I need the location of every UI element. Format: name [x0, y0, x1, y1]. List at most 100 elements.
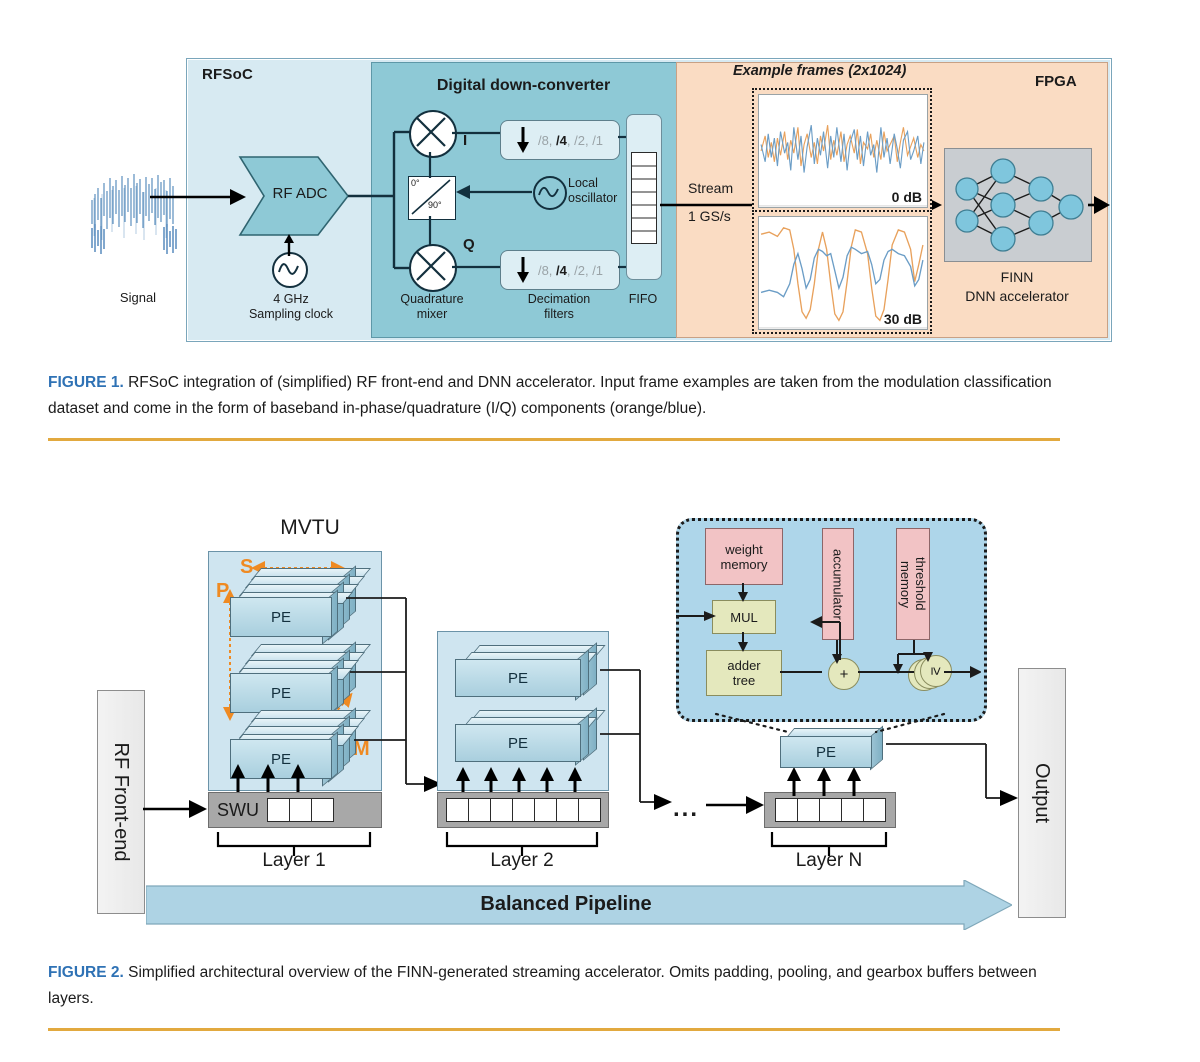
layer2-label: Layer 2 [490, 850, 554, 871]
pe-label: PE [230, 597, 332, 637]
fifo-stages [631, 152, 657, 244]
figure2-caption-text: Simplified architectural overview of the… [48, 964, 1037, 1007]
balanced-pipeline-label: Balanced Pipeline [480, 893, 652, 915]
local-oscillator-icon [533, 176, 567, 210]
rf-frontend-block: RF Front-end [97, 690, 145, 914]
threshold-memory-l1: threshold [913, 557, 928, 611]
down-arrow-icon [516, 257, 529, 283]
mixer-q-icon [409, 244, 457, 292]
pe-label: PE [455, 724, 581, 762]
figure1-caption-text: RFSoC integration of (simplified) RF fro… [48, 374, 1052, 417]
phase-90-label: 90° [428, 200, 442, 210]
layer1-label: Layer 1 [262, 850, 326, 871]
clock-arrow [284, 234, 294, 256]
adder-symbol-block: + [828, 658, 860, 690]
figure1-caption: FIGURE 1. RFSoC integration of (simplifi… [48, 370, 1060, 422]
swu-block-layer1[interactable]: SWU [208, 792, 382, 828]
pe-layerN[interactable]: PE [780, 725, 890, 771]
branch-q-label: Q [463, 236, 475, 253]
layers-ellipsis: ... [673, 795, 700, 822]
layer1-bracket [216, 832, 372, 856]
pe-detail-wiring [676, 583, 981, 678]
decim-q-values: /8, /4, /2, /1 [537, 262, 604, 278]
frame-0db-plot: 0 dB [758, 94, 928, 208]
frame-30db-plot: 30 dB [758, 216, 928, 330]
pe-stack-layer2-row2[interactable]: PE [455, 707, 606, 766]
layerN-bracket [770, 832, 888, 856]
threshold-memory-l2: memory [898, 560, 913, 608]
sampling-clock-icon [272, 252, 308, 288]
adder-tree-l2: tree [732, 673, 756, 688]
buffer-block-layer2[interactable] [437, 792, 609, 828]
layer2-bracket [445, 832, 599, 856]
balanced-pipeline-arrow [146, 880, 1012, 930]
frame-0db-label: 0 dB [891, 189, 922, 205]
output-block: Output [1018, 668, 1066, 918]
layerN-output-wiring [886, 743, 1018, 806]
finn-label-l1: FINN [1000, 269, 1034, 285]
phase-to-mixer-i-line [428, 152, 432, 178]
signal-spectrogram [78, 128, 198, 288]
mixer-i-to-decim-line [452, 131, 502, 135]
pe-stack-layer2-row1[interactable]: PE [455, 642, 606, 701]
rfsoc-label: RFSoC [202, 66, 253, 83]
buffer-block-layerN[interactable] [764, 792, 896, 828]
mvtu-output-wiring [346, 597, 442, 792]
pe-stack-row1[interactable]: PE [230, 565, 372, 645]
layerN-label: Layer N [795, 850, 863, 871]
pe-label: PE [230, 739, 332, 779]
local-oscillator-label: Local oscillator [568, 176, 648, 206]
pe-detail-leader-lines [714, 712, 946, 734]
rf-adc-block [238, 156, 350, 236]
mul-block: MUL [712, 600, 776, 634]
quadrature-mixer-label: Quadrature mixer [382, 292, 482, 322]
lo-label-l2: oscillator [568, 191, 618, 205]
mixer-i-icon [409, 110, 457, 158]
caption1-rule [48, 438, 1060, 441]
dnn-accelerator-diagram [944, 148, 1092, 262]
phase-0-label: 0° [411, 178, 420, 188]
finn-accelerator-label: FINN DNN accelerator [930, 268, 1104, 306]
pe-stack-row2[interactable]: PE [230, 641, 372, 721]
ddc-wiring [348, 130, 410, 270]
example-frames-title: Example frames (2x1024) [733, 63, 907, 79]
weight-memory-l2: memory [720, 556, 768, 572]
figure2-number: FIGURE 2. [48, 964, 124, 981]
weight-memory-l1: weight [725, 541, 763, 557]
lo-arrow [456, 185, 532, 199]
layer2-buffer-cells [445, 798, 601, 822]
pe-label: PE [230, 673, 332, 713]
down-arrow-icon [516, 127, 529, 153]
rf-to-swu-arrow [143, 800, 207, 818]
finn-label-l2: DNN accelerator [965, 288, 1069, 304]
decim-label-l1: Decimation [527, 292, 591, 306]
buffer-to-layerN-arrows [787, 767, 861, 796]
swu-label: SWU [217, 799, 259, 820]
phase-splitter-block [408, 176, 456, 220]
signal-input-arrow [150, 189, 246, 205]
clock-desc: Sampling clock [248, 307, 334, 321]
decim-i-values: /8, /4, /2, /1 [537, 132, 604, 148]
frame-30db-label: 30 dB [883, 311, 922, 327]
example-frame-30db: 30 dB [752, 210, 932, 334]
swu-buffer-cells [267, 798, 334, 822]
decimation-filter-i[interactable]: /8, /4, /2, /1 [500, 120, 620, 160]
mvtu-label: MVTU [280, 516, 340, 539]
figure1-number: FIGURE 1. [48, 374, 124, 391]
pe-label: PE [780, 736, 872, 768]
dimension-p-label: P [216, 580, 230, 602]
pe-stack-row3[interactable]: PE [230, 707, 372, 787]
decim-label-l2: filters [544, 307, 574, 321]
pe-label: PE [455, 659, 581, 697]
decimation-filter-q[interactable]: /8, /4, /2, /1 [500, 250, 620, 290]
rf-adc-label: RF ADC [272, 184, 328, 202]
ellipsis-to-layerN-arrow [706, 796, 764, 814]
swu-to-mvtu-arrows [231, 764, 305, 796]
caption2-rule [48, 1028, 1060, 1031]
fpga-output-arrow [1088, 196, 1110, 214]
fpga-label: FPGA [1035, 73, 1077, 90]
clock-freq: 4 GHz [273, 292, 309, 306]
decimation-filters-label: Decimation filters [500, 292, 618, 322]
